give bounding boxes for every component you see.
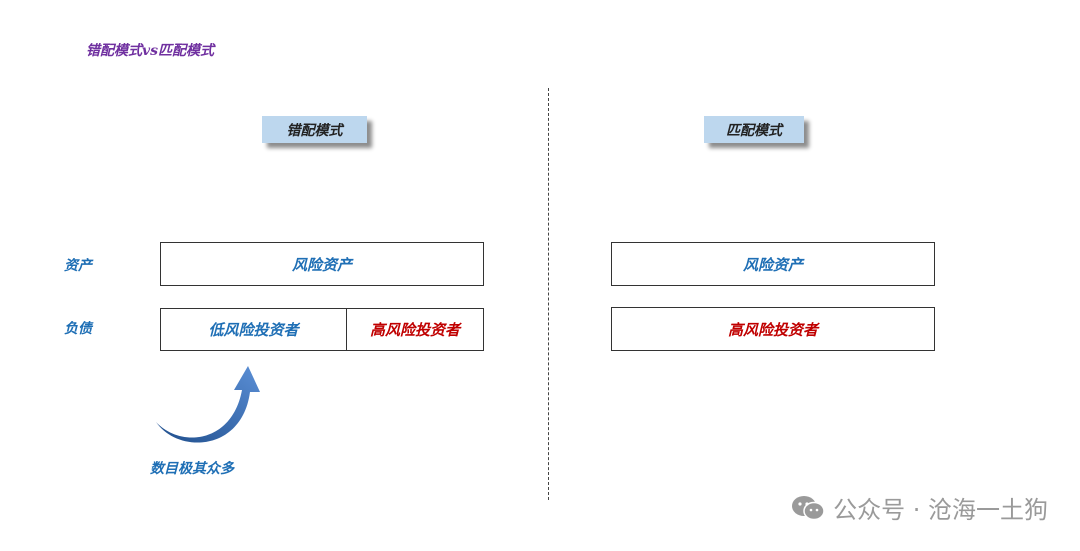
low-risk-investors-cell: 低风险投资者 (161, 309, 347, 350)
match-mode-tag: 匹配模式 (704, 116, 804, 143)
panel-divider (548, 88, 549, 500)
page-title: 错配模式vs匹配模式 (86, 43, 215, 59)
match-mode-label: 匹配模式 (726, 122, 782, 139)
liabilities-row-label: 负债 (64, 321, 92, 337)
left-risk-assets-text: 风险资产 (291, 255, 352, 274)
wechat-icon (792, 495, 825, 520)
watermark: 公众号 · 沧海一土狗 (791, 490, 1048, 525)
right-risk-assets-text: 风险资产 (742, 255, 803, 274)
curved-arrow-icon (156, 366, 260, 443)
high-risk-investors-cell: 高风险投资者 (347, 309, 483, 350)
assets-row-label: 资产 (64, 258, 92, 274)
mismatch-mode-label: 错配模式 (286, 122, 343, 139)
right-risk-assets-box: 风险资产 (611, 242, 935, 286)
mismatch-mode-tag: 错配模式 (262, 116, 367, 143)
left-liabilities-box: 低风险投资者 高风险投资者 (160, 308, 484, 351)
arrow-note: 数目极其众多 (150, 461, 234, 477)
left-risk-assets-box: 风险资产 (160, 242, 484, 286)
low-risk-investors-text: 低风险投资者 (208, 321, 299, 339)
right-high-risk-investors-text: 高风险投资者 (727, 320, 818, 339)
high-risk-investors-text: 高风险投资者 (369, 321, 460, 339)
right-high-risk-investors-box: 高风险投资者 (611, 307, 935, 351)
watermark-text: 公众号 · 沧海一土狗 (833, 496, 1048, 524)
